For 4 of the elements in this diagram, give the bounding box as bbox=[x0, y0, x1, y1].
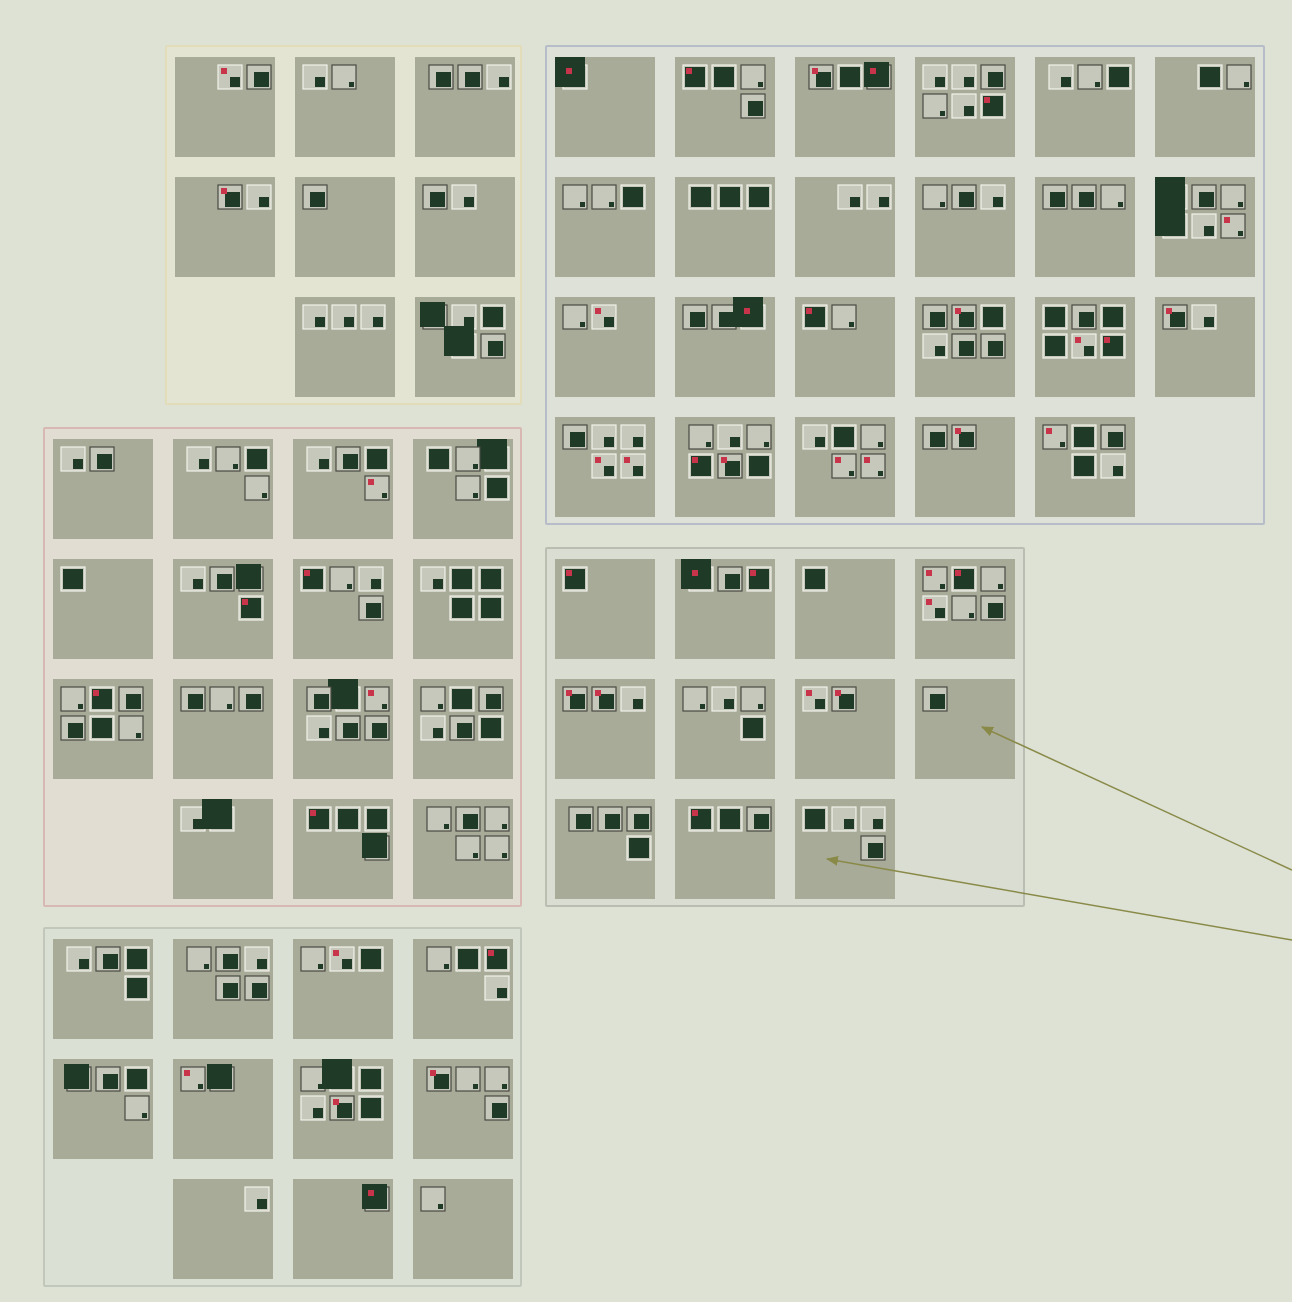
arrow bbox=[826, 855, 1292, 941]
arrow bbox=[981, 726, 1292, 871]
grid-tile bbox=[795, 799, 895, 899]
grid-tile bbox=[915, 679, 1015, 779]
